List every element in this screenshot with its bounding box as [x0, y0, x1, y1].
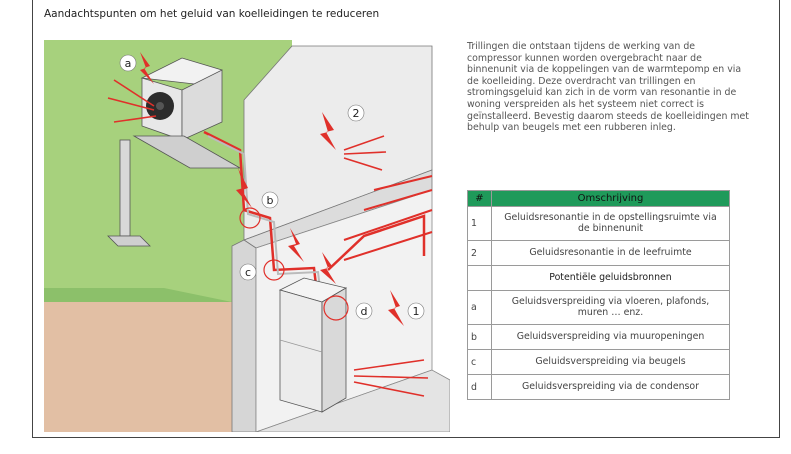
label-c: c — [245, 266, 251, 279]
indoor-unit — [278, 277, 348, 413]
table-row: b Geluidsverspreiding via muuropeningen — [467, 324, 730, 350]
table-row: d Geluidsverspreiding via de condensor — [467, 374, 730, 400]
header-num: # — [467, 190, 492, 207]
refrigerant-pipes — [203, 130, 433, 323]
outdoor-unit — [140, 57, 223, 141]
table-row: a Geluidsverspreiding via vloeren, plafo… — [467, 290, 730, 325]
spot-b-circle — [239, 207, 261, 229]
installation-illustration: a b c d 1 2 — [44, 40, 450, 432]
label-2: 2 — [353, 107, 360, 120]
callout-1: 1 — [407, 302, 425, 320]
label-d: d — [361, 305, 368, 318]
header-desc: Omschrijving — [491, 190, 730, 207]
table-row: 1 Geluidsresonantie in de opstellingsrui… — [467, 206, 730, 241]
callout-c: c — [239, 263, 257, 281]
interior-wall — [243, 45, 433, 241]
table-row: c Geluidsverspreiding via beugels — [467, 349, 730, 375]
intro-paragraph: Trillingen die ontstaan tijdens de werki… — [467, 41, 749, 134]
label-b: b — [267, 194, 274, 207]
page-title: Aandachtspunten om het geluid van koelle… — [44, 8, 380, 20]
vibration-bolts — [140, 52, 404, 326]
page-frame — [32, 0, 780, 438]
label-a: a — [125, 57, 132, 70]
callout-b: b — [261, 191, 279, 209]
noise-rays — [107, 79, 429, 397]
spot-c-circle — [263, 259, 285, 281]
legend-table: # Omschrijving 1 Geluidsresonantie in de… — [467, 190, 730, 400]
callout-2: 2 — [347, 104, 365, 122]
table-subheader: Potentiële geluidsbronnen — [467, 265, 730, 291]
exterior-green-wall — [44, 40, 292, 302]
label-1: 1 — [413, 305, 420, 318]
spot-d-circle — [323, 295, 349, 321]
callout-d: d — [355, 302, 373, 320]
ground-area — [44, 302, 232, 432]
table-row: 2 Geluidsresonantie in de leefruimte — [467, 240, 730, 266]
callout-a: a — [119, 54, 137, 72]
